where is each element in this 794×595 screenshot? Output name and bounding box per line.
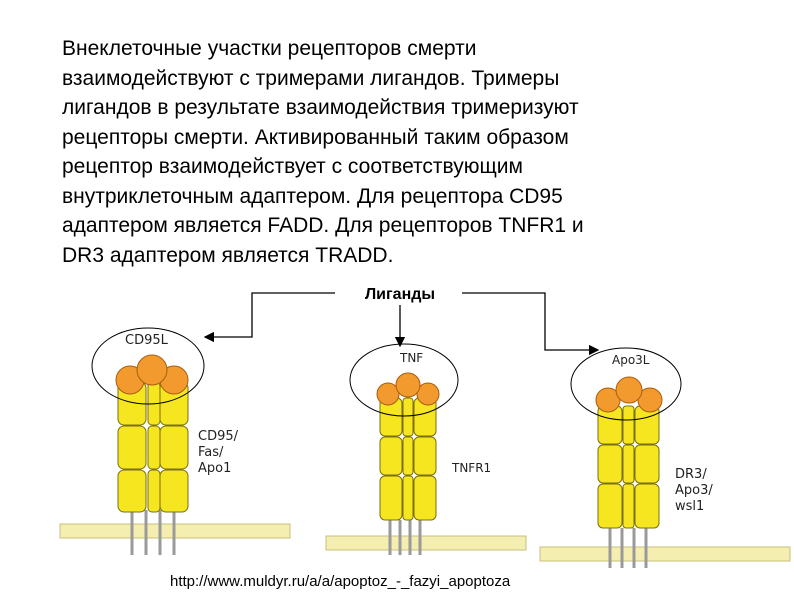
paragraph-line: адаптером является FADD. Для рецепторов … bbox=[62, 214, 584, 237]
ligand-label: Apo3L bbox=[612, 353, 650, 367]
paragraph-line: DR3 адаптером является TRADD. bbox=[62, 243, 394, 267]
ligand-trimer bbox=[595, 376, 663, 413]
ligand-label: TNF bbox=[399, 351, 423, 365]
membrane-2 bbox=[325, 535, 527, 551]
paragraph-line: Внеклеточные участки рецепторов смерти bbox=[62, 37, 477, 60]
ligand-binding-circle bbox=[349, 343, 459, 417]
ligand-trimer bbox=[115, 354, 189, 395]
receptor-label: TNFR1 bbox=[451, 461, 491, 475]
receptor-cd95: CD95L CD95/ Fas/ Apo1 bbox=[91, 327, 239, 555]
paragraph-line: лигандов в результате взаимодействия три… bbox=[62, 96, 579, 119]
receptor-label: Apo3/ bbox=[675, 483, 713, 498]
receptor-segments bbox=[379, 397, 437, 521]
receptor-tnfr1: TNF TNFR1 bbox=[349, 343, 491, 555]
description-paragraph: Внеклеточные участки рецепторов смерти в… bbox=[62, 34, 742, 270]
membrane-3 bbox=[539, 546, 791, 562]
receptor-label: wsl1 bbox=[675, 499, 704, 514]
receptor-label: CD95/ bbox=[198, 429, 239, 444]
receptor-label: Fas/ bbox=[198, 445, 224, 460]
receptor-dr3: Apo3L DR3/ Apo3/ wsl1 bbox=[570, 347, 713, 568]
ligand-label: CD95L bbox=[125, 333, 169, 348]
receptor-label: Apo1 bbox=[198, 461, 231, 476]
ligand-binding-circle bbox=[570, 347, 682, 421]
receptor-segments bbox=[597, 405, 660, 529]
receptor-label: DR3/ bbox=[675, 467, 707, 482]
intracellular-tails bbox=[608, 528, 648, 568]
paragraph-line: внутриклеточным адаптером. Для рецептора… bbox=[62, 184, 563, 208]
source-url: http://www.muldyr.ru/a/a/apoptoz_-_fazyi… bbox=[170, 573, 511, 590]
paragraph-line: взаимодействуют с тримерами лигандов. Тр… bbox=[62, 66, 560, 90]
intracellular-tails bbox=[130, 510, 176, 555]
diagram-title: Лиганды bbox=[365, 286, 435, 303]
ligand-trimer bbox=[376, 372, 440, 406]
receptor-segments bbox=[117, 381, 189, 513]
paragraph-line: рецептор взаимодействует с соответствующ… bbox=[62, 155, 523, 178]
ligand-binding-circle bbox=[91, 327, 205, 405]
intracellular-tails bbox=[388, 520, 422, 555]
ligand-pointer-lines bbox=[203, 292, 600, 356]
paragraph-line: рецепторы смерти. Активированный таким о… bbox=[62, 125, 569, 149]
